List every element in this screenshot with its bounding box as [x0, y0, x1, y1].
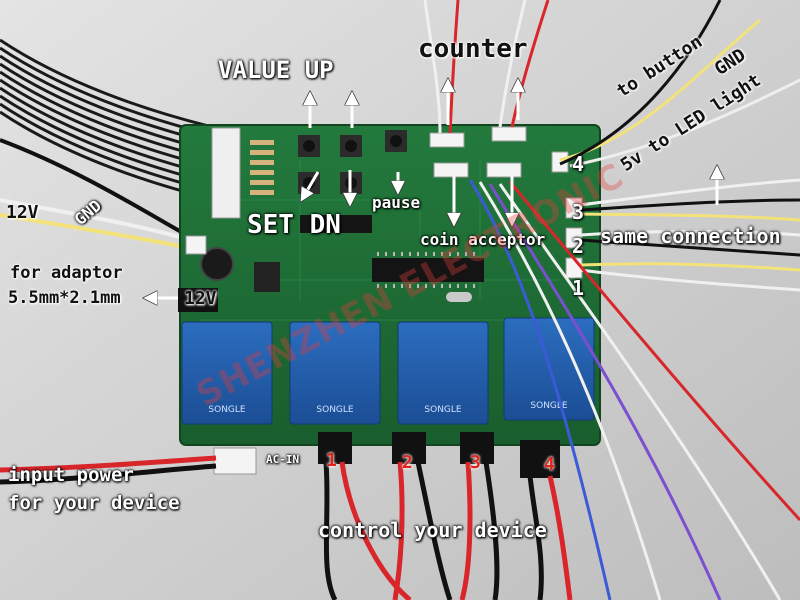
label-same-connection: same connection [600, 224, 781, 248]
top-wires [423, 0, 550, 134]
input-power-wires [0, 455, 217, 485]
small-ic-1 [300, 215, 334, 233]
svg-text:SONGLE: SONGLE [424, 405, 462, 415]
label-input-power: input power [8, 464, 134, 486]
dc-jack [178, 288, 218, 312]
relay-3: SONGLE [397, 321, 489, 425]
label-relay-2: 2 [402, 452, 413, 473]
regulator [254, 262, 280, 292]
label-port-3: 3 [572, 200, 585, 224]
ac-in-connector [213, 447, 257, 475]
label-12v-left: 12V [6, 202, 39, 223]
label-control-your-device: control your device [318, 518, 547, 542]
label-relay-4: 4 [544, 454, 555, 475]
label-port-1: 1 [572, 276, 585, 300]
left-power-wires [0, 138, 193, 250]
right-connector-3 [565, 197, 583, 219]
capacitor [200, 247, 234, 281]
resistor-row [250, 140, 274, 195]
relay-1: SONGLE [181, 321, 273, 425]
coin-connector-1 [433, 162, 469, 178]
coin-connector-2 [486, 162, 522, 178]
svg-text:SONGLE: SONGLE [316, 405, 354, 415]
svg-text:SONGLE: SONGLE [208, 405, 246, 415]
label-relay-3: 3 [470, 452, 481, 473]
output-wires [323, 461, 573, 600]
terminal-2 [392, 432, 426, 464]
right-connector-1 [565, 257, 583, 279]
ribbon-header [211, 127, 241, 219]
label-port-2: 2 [572, 234, 585, 258]
terminal-4 [520, 440, 560, 478]
label-coin-acceptor: coin acceptor [420, 230, 546, 249]
annotation-arrows [150, 85, 717, 298]
label-for-adaptor: for adaptor [10, 263, 123, 283]
counter-connector-1 [429, 132, 465, 148]
label-relay-1: 1 [326, 450, 337, 471]
counter-connector-2 [491, 126, 527, 142]
label-counter: counter [418, 34, 528, 64]
relay-2: SONGLE [289, 321, 381, 425]
label-value-up: VALUE UP [218, 56, 334, 84]
terminal-1 [318, 432, 352, 464]
crystal [446, 292, 472, 302]
label-for-your-device: for your device [8, 492, 180, 514]
terminal-3 [460, 432, 494, 464]
label-pause: pause [372, 193, 421, 212]
label-set-dn: SET DN [247, 210, 341, 240]
right-connector-2 [565, 227, 583, 249]
power-connector [185, 235, 207, 255]
label-port-4: 4 [572, 152, 585, 176]
label-adaptor-12v: 12V [184, 288, 217, 309]
mcu-chip [372, 258, 484, 282]
svg-text:SONGLE: SONGLE [530, 401, 568, 411]
label-ac-in: AC-IN [266, 453, 300, 466]
small-ic-2 [338, 215, 372, 233]
label-adaptor-size: 5.5mm*2.1mm [8, 288, 121, 308]
